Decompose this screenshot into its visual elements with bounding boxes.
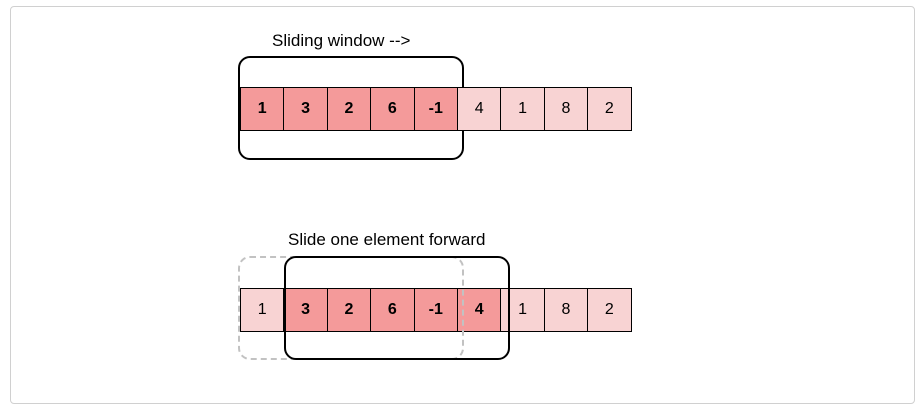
top-cell-5: 4 <box>456 87 502 131</box>
top-cell-2: 2 <box>326 87 372 131</box>
bottom-cell-7: 8 <box>543 288 589 332</box>
sliding-window-forward <box>284 256 510 360</box>
bottom-cell-0: 1 <box>240 288 285 332</box>
top-cell-8: 2 <box>587 87 632 131</box>
top-cell-7: 8 <box>543 87 589 131</box>
bottom-cell-4: -1 <box>413 288 458 332</box>
top-cell-1: 3 <box>283 87 328 131</box>
top-cell-0: 1 <box>240 87 285 131</box>
bottom-cell-8: 2 <box>587 288 632 332</box>
bottom-cell-2: 2 <box>326 288 372 332</box>
top-cell-4: -1 <box>413 87 458 131</box>
top-cell-6: 1 <box>500 87 545 131</box>
bottom-cell-6: 1 <box>500 288 545 332</box>
top-label: Sliding window --> <box>272 31 411 50</box>
top-cell-3: 6 <box>370 87 415 131</box>
bottom-label: Slide one element forward <box>288 230 486 249</box>
bottom-cell-5: 4 <box>456 288 502 332</box>
